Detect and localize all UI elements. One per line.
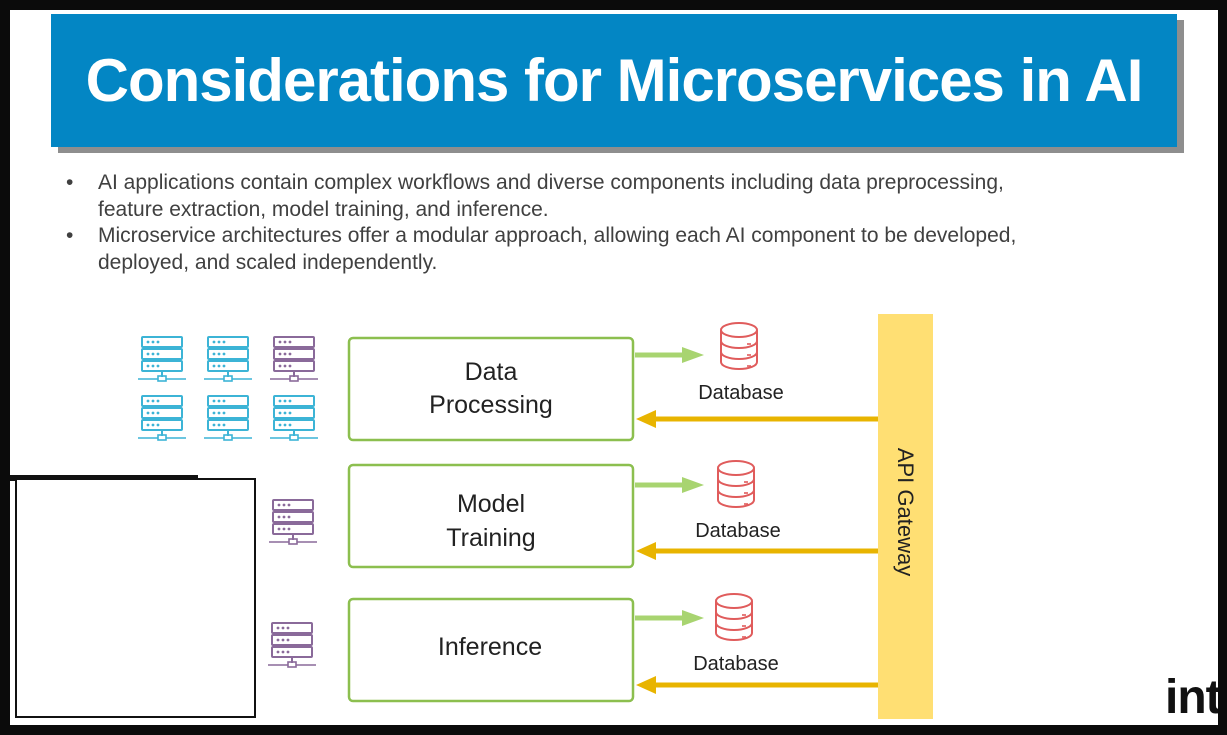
bullet-marker: • xyxy=(66,171,74,194)
api-gateway-bar xyxy=(878,314,933,719)
arrow-head xyxy=(682,610,704,626)
api-gateway-label: API Gateway xyxy=(893,448,918,576)
architecture-diagram: Data Processing Model Training Inference… xyxy=(137,314,933,719)
bullet-marker: • xyxy=(66,224,74,247)
bullet-line: Microservice architectures offer a modul… xyxy=(98,224,1017,247)
arrow-head xyxy=(636,676,656,694)
service-box-inference xyxy=(347,597,635,703)
database-label: Database xyxy=(698,382,784,404)
arrow-head xyxy=(682,347,704,363)
bullet-item: • AI applications contain complex workfl… xyxy=(66,170,1146,223)
service-box-data-processing xyxy=(347,336,635,442)
title-bar: Considerations for Microservices in AI xyxy=(51,14,1177,147)
bullet-line: deployed, and scaled independently. xyxy=(98,250,438,274)
slide-title: Considerations for Microservices in AI xyxy=(85,47,1144,114)
brand-logo: int xyxy=(1165,671,1218,724)
arrow-head xyxy=(636,542,656,560)
service-label-line: Data xyxy=(465,358,518,386)
arrow-head xyxy=(682,477,704,493)
server-rack-icon xyxy=(267,622,317,668)
arrow-head xyxy=(636,410,656,428)
server-rack-icon xyxy=(268,499,318,545)
bullet-line: AI applications contain complex workflow… xyxy=(98,171,1004,194)
database-cylinder-icon xyxy=(720,322,758,370)
server-rack-icon xyxy=(203,336,253,382)
database-label: Database xyxy=(693,653,779,675)
bullet-item: • Microservice architectures offer a mod… xyxy=(66,223,1146,276)
database-cylinder-icon xyxy=(717,460,755,508)
video-overlay-panel xyxy=(15,478,256,718)
database-label: Database xyxy=(695,520,781,542)
server-rack-icon xyxy=(269,336,319,382)
server-rack-icon xyxy=(137,336,187,382)
server-rack-icon xyxy=(269,395,319,441)
bullet-line: feature extraction, model training, and … xyxy=(98,197,549,221)
service-label-line: Inference xyxy=(438,633,542,661)
service-label-line: Model xyxy=(457,490,525,518)
bullet-list: • AI applications contain complex workfl… xyxy=(66,170,1146,276)
service-box-model-training xyxy=(347,463,635,569)
server-rack-icon xyxy=(203,395,253,441)
service-label-line: Processing xyxy=(429,391,553,419)
database-cylinder-icon xyxy=(715,593,753,641)
server-rack-icon xyxy=(137,395,187,441)
service-label-line: Training xyxy=(446,524,535,552)
slide: Considerations for Microservices in AI •… xyxy=(10,10,1218,725)
